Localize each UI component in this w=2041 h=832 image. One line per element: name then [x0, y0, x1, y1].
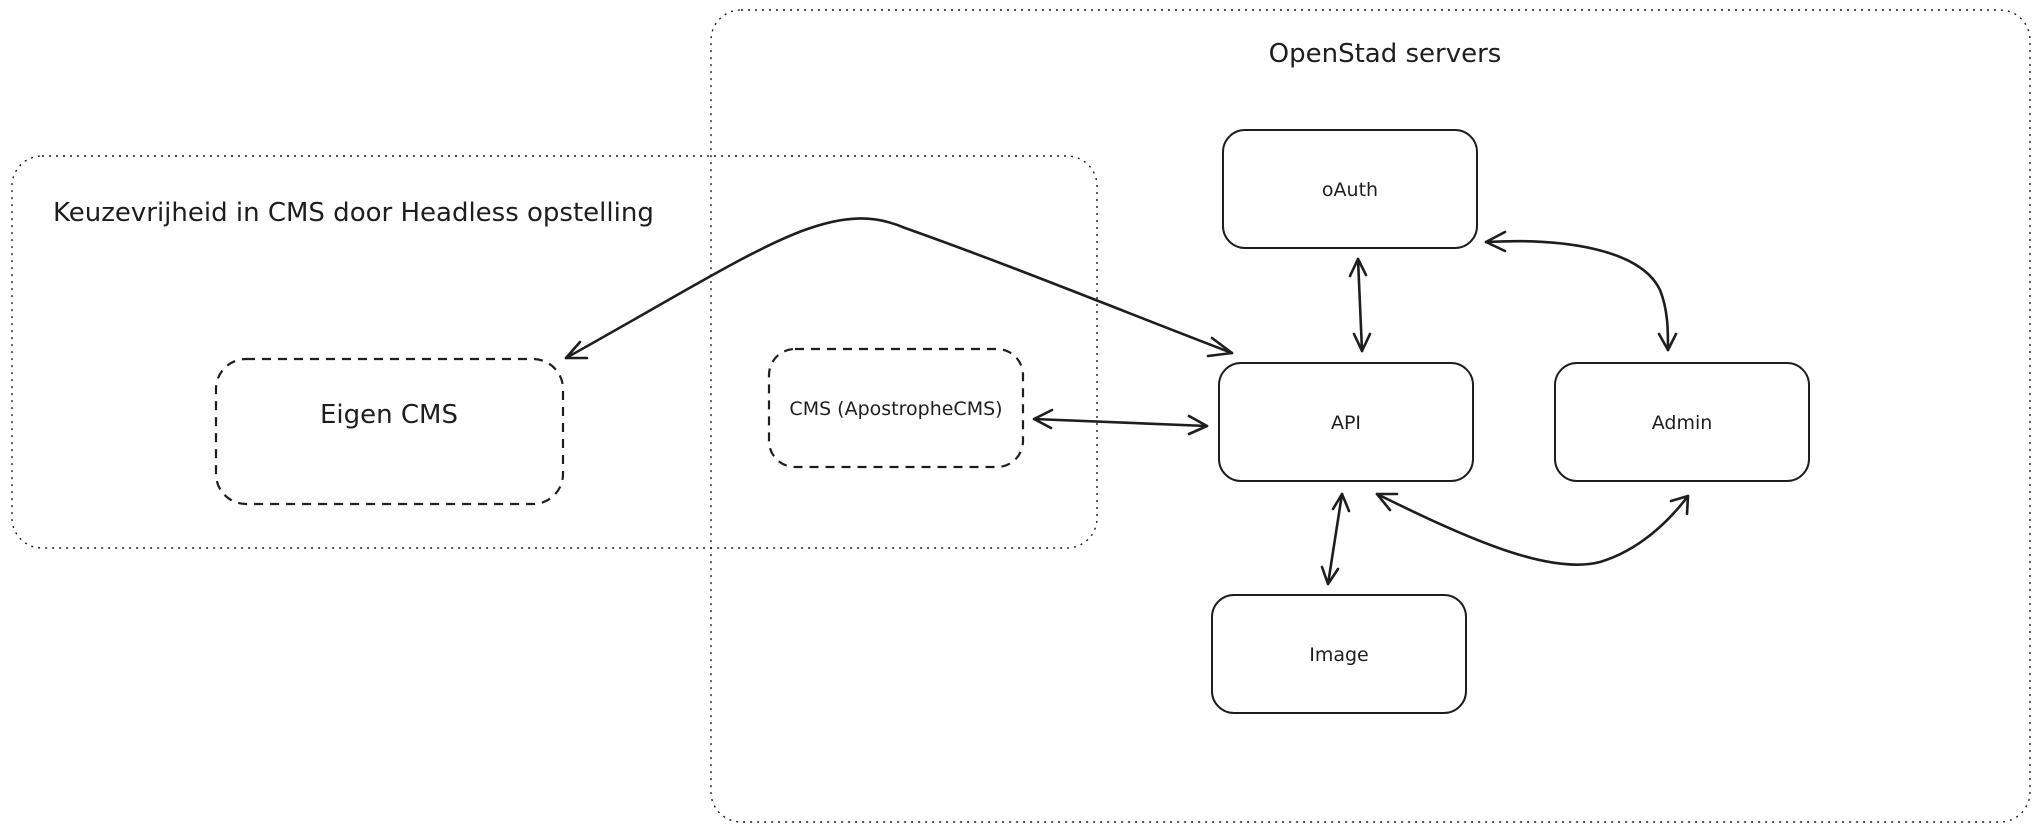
- eigen-cms-label: Eigen CMS: [320, 400, 458, 430]
- oauth-label: oAuth: [1322, 179, 1378, 201]
- headless-cms-title: Keuzevrijheid in CMS door Headless opste…: [53, 198, 654, 228]
- eigen-cms-box: [214, 357, 565, 506]
- api-label: API: [1331, 412, 1361, 434]
- openstad-servers-frame: [710, 9, 2031, 823]
- oauth-box: [1222, 129, 1478, 249]
- arrow-cms-api: [1032, 408, 1209, 436]
- arrow-oauth-admin: [1484, 230, 1678, 352]
- cms-apostrophe-label: CMS (ApostropheCMS): [789, 398, 1002, 420]
- arrow-oauth-api: [1348, 257, 1372, 353]
- arrow-eigen-cms-api: [564, 217, 1234, 360]
- cms-apostrophe-box: [767, 347, 1025, 469]
- headless-cms-frame: [11, 155, 1098, 549]
- image-label: Image: [1309, 644, 1369, 666]
- admin-box: [1554, 362, 1810, 482]
- api-box: [1218, 362, 1474, 482]
- openstad-servers-title: OpenStad servers: [1269, 39, 1502, 69]
- arrow-api-admin: [1375, 492, 1690, 566]
- image-box: [1211, 594, 1467, 714]
- arrow-api-image: [1320, 492, 1351, 586]
- admin-label: Admin: [1652, 412, 1713, 434]
